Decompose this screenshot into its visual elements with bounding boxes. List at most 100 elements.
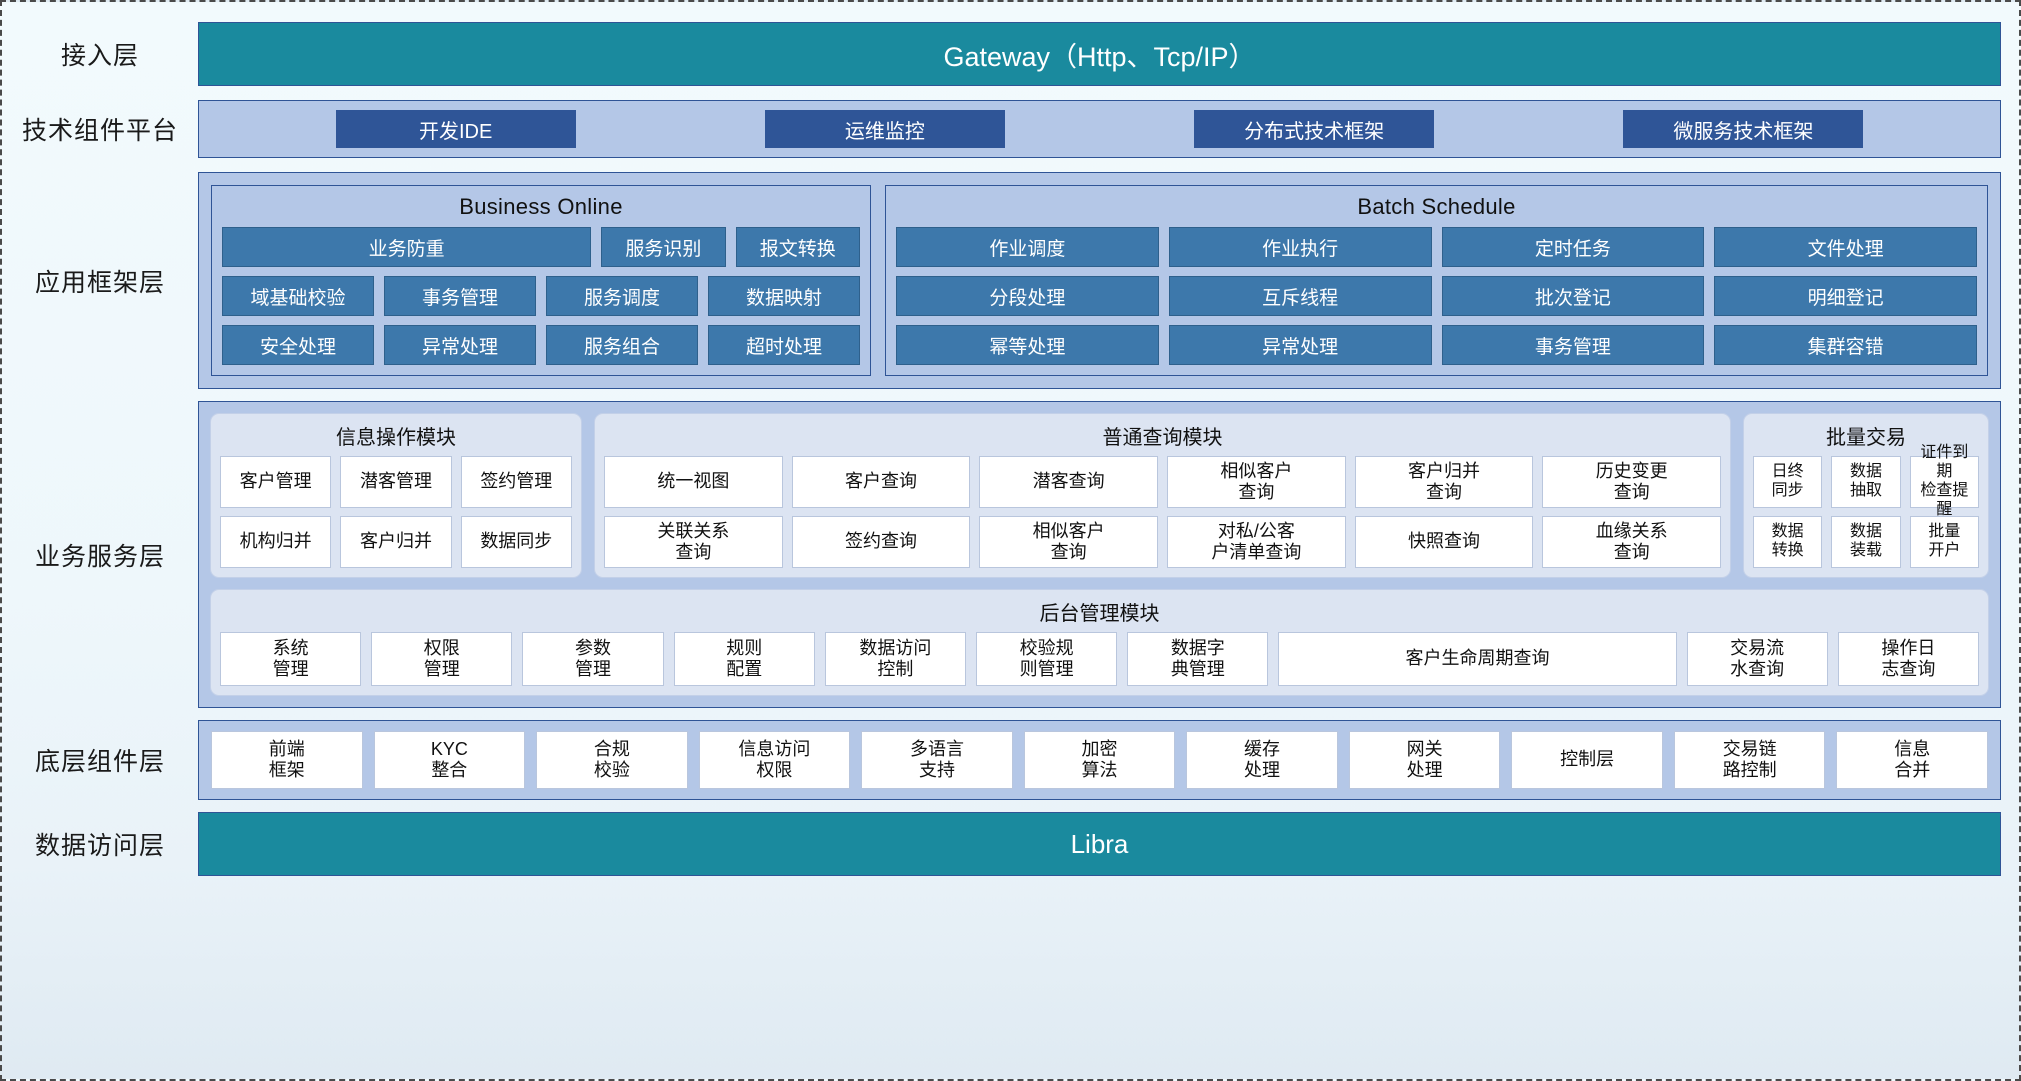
- tech-chip-2[interactable]: 分布式技术框架: [1194, 110, 1434, 148]
- layer-row-appfw: 应用框架层 Business Online业务防重服务识别报文转换域基础校验事务…: [2, 172, 2019, 389]
- business-row: 日终同步数据抽取证件到期检查提醒: [1753, 456, 1979, 508]
- admin-box[interactable]: 规则配置: [674, 632, 815, 686]
- framework-chip[interactable]: 文件处理: [1714, 227, 1977, 267]
- framework-chip[interactable]: 作业执行: [1169, 227, 1432, 267]
- framework-chip[interactable]: 互斥线程: [1169, 276, 1432, 316]
- framework-row: 幂等处理异常处理事务管理集群容错: [896, 325, 1977, 365]
- admin-box[interactable]: 数据字典管理: [1127, 632, 1268, 686]
- business-module-rows: 统一视图客户查询潜客查询相似客户查询客户归并查询历史变更查询关联关系查询签约查询…: [604, 456, 1721, 568]
- framework-chip[interactable]: 明细登记: [1714, 276, 1977, 316]
- framework-rows-0: 业务防重服务识别报文转换域基础校验事务管理服务调度数据映射安全处理异常处理服务组…: [222, 227, 860, 365]
- service-box[interactable]: 客户归并: [340, 516, 451, 568]
- framework-chip[interactable]: 集群容错: [1714, 325, 1977, 365]
- service-box[interactable]: 快照查询: [1355, 516, 1534, 568]
- tech-chip-3[interactable]: 微服务技术框架: [1623, 110, 1863, 148]
- framework-row: 安全处理异常处理服务组合超时处理: [222, 325, 860, 365]
- tech-chip-1[interactable]: 运维监控: [765, 110, 1005, 148]
- service-box[interactable]: 关联关系查询: [604, 516, 783, 568]
- business-module-rows: 客户管理潜客管理签约管理机构归并客户归并数据同步: [220, 456, 572, 568]
- framework-chip[interactable]: 服务组合: [546, 325, 698, 365]
- gateway-bar[interactable]: Gateway（Http、Tcp/IP）: [198, 22, 2001, 86]
- service-box[interactable]: 客户管理: [220, 456, 331, 508]
- service-box[interactable]: 机构归并: [220, 516, 331, 568]
- component-box[interactable]: 交易链路控制: [1674, 731, 1826, 789]
- service-box[interactable]: 血缘关系查询: [1542, 516, 1721, 568]
- service-box[interactable]: 数据同步: [461, 516, 572, 568]
- admin-box[interactable]: 校验规则管理: [976, 632, 1117, 686]
- admin-box[interactable]: 客户生命周期查询: [1278, 632, 1676, 686]
- service-box[interactable]: 批量开户: [1910, 516, 1979, 568]
- admin-box[interactable]: 数据访问控制: [825, 632, 966, 686]
- service-box[interactable]: 相似客户查询: [1167, 456, 1346, 508]
- layer-body-appfw: Business Online业务防重服务识别报文转换域基础校验事务管理服务调度…: [198, 172, 2019, 389]
- component-box[interactable]: 网关处理: [1349, 731, 1501, 789]
- framework-chip[interactable]: 事务管理: [384, 276, 536, 316]
- service-box[interactable]: 数据装载: [1831, 516, 1900, 568]
- component-box[interactable]: 多语言支持: [861, 731, 1013, 789]
- business-row: 关联关系查询签约查询相似客户查询对私/公客户清单查询快照查询血缘关系查询: [604, 516, 1721, 568]
- service-box[interactable]: 相似客户查询: [979, 516, 1158, 568]
- component-box[interactable]: 缓存处理: [1186, 731, 1338, 789]
- admin-row: 系统管理权限管理参数管理规则配置数据访问控制校验规则管理数据字典管理客户生命周期…: [220, 632, 1979, 686]
- layer-body-business: 信息操作模块客户管理潜客管理签约管理机构归并客户归并数据同步普通查询模块统一视图…: [198, 401, 2019, 708]
- service-box[interactable]: 历史变更查询: [1542, 456, 1721, 508]
- framework-chip[interactable]: 分段处理: [896, 276, 1159, 316]
- admin-box[interactable]: 权限管理: [371, 632, 512, 686]
- layer-body-tech: 开发IDE 运维监控 分布式技术框架 微服务技术框架: [198, 100, 2019, 158]
- service-box[interactable]: 证件到期检查提醒: [1910, 456, 1979, 508]
- component-box[interactable]: 控制层: [1511, 731, 1663, 789]
- tech-platform-band: 开发IDE 运维监控 分布式技术框架 微服务技术框架: [198, 100, 2001, 158]
- component-box[interactable]: 前端框架: [211, 731, 363, 789]
- base-components-band: 前端框架KYC整合合规校验信息访问权限多语言支持加密算法缓存处理网关处理控制层交…: [198, 720, 2001, 800]
- framework-chip[interactable]: 服务调度: [546, 276, 698, 316]
- service-box[interactable]: 签约查询: [792, 516, 971, 568]
- admin-box[interactable]: 系统管理: [220, 632, 361, 686]
- admin-box[interactable]: 参数管理: [522, 632, 663, 686]
- framework-chip[interactable]: 异常处理: [1169, 325, 1432, 365]
- component-box[interactable]: KYC整合: [374, 731, 526, 789]
- business-module-rows: 日终同步数据抽取证件到期检查提醒数据转换数据装载批量开户: [1753, 456, 1979, 568]
- admin-box[interactable]: 操作日志查询: [1838, 632, 1979, 686]
- framework-chip[interactable]: 定时任务: [1442, 227, 1705, 267]
- framework-chip[interactable]: 作业调度: [896, 227, 1159, 267]
- framework-chip[interactable]: 服务识别: [601, 227, 725, 267]
- framework-chip[interactable]: 幂等处理: [896, 325, 1159, 365]
- business-module-2: 批量交易日终同步数据抽取证件到期检查提醒数据转换数据装载批量开户: [1743, 413, 1989, 578]
- framework-row: 域基础校验事务管理服务调度数据映射: [222, 276, 860, 316]
- business-modules-row: 信息操作模块客户管理潜客管理签约管理机构归并客户归并数据同步普通查询模块统一视图…: [210, 413, 1989, 578]
- framework-chip[interactable]: 超时处理: [708, 325, 860, 365]
- framework-chip[interactable]: 安全处理: [222, 325, 374, 365]
- framework-chip[interactable]: 事务管理: [1442, 325, 1705, 365]
- service-box[interactable]: 数据转换: [1753, 516, 1822, 568]
- service-box[interactable]: 统一视图: [604, 456, 783, 508]
- component-box[interactable]: 信息访问权限: [699, 731, 851, 789]
- business-module-0: 信息操作模块客户管理潜客管理签约管理机构归并客户归并数据同步: [210, 413, 582, 578]
- framework-chip[interactable]: 异常处理: [384, 325, 536, 365]
- component-box[interactable]: 合规校验: [536, 731, 688, 789]
- framework-group-1: Batch Schedule作业调度作业执行定时任务文件处理分段处理互斥线程批次…: [885, 185, 1988, 376]
- framework-chip[interactable]: 域基础校验: [222, 276, 374, 316]
- libra-bar[interactable]: Libra: [198, 812, 2001, 876]
- layer-row-base: 底层组件层 前端框架KYC整合合规校验信息访问权限多语言支持加密算法缓存处理网关…: [2, 720, 2019, 800]
- business-row: 数据转换数据装载批量开户: [1753, 516, 1979, 568]
- service-box[interactable]: 签约管理: [461, 456, 572, 508]
- framework-row: 作业调度作业执行定时任务文件处理: [896, 227, 1977, 267]
- framework-chip[interactable]: 批次登记: [1442, 276, 1705, 316]
- service-box[interactable]: 数据抽取: [1831, 456, 1900, 508]
- service-box[interactable]: 日终同步: [1753, 456, 1822, 508]
- layer-row-access: 接入层 Gateway（Http、Tcp/IP）: [2, 22, 2019, 86]
- service-box[interactable]: 客户查询: [792, 456, 971, 508]
- service-box[interactable]: 潜客查询: [979, 456, 1158, 508]
- framework-chip[interactable]: 数据映射: [708, 276, 860, 316]
- admin-box[interactable]: 交易流水查询: [1687, 632, 1828, 686]
- component-box[interactable]: 加密算法: [1024, 731, 1176, 789]
- framework-chip[interactable]: 报文转换: [736, 227, 860, 267]
- layer-label-data: 数据访问层: [2, 812, 198, 876]
- component-box[interactable]: 信息合并: [1836, 731, 1988, 789]
- service-box[interactable]: 对私/公客户清单查询: [1167, 516, 1346, 568]
- service-box[interactable]: 客户归并查询: [1355, 456, 1534, 508]
- service-box[interactable]: 潜客管理: [340, 456, 451, 508]
- framework-chip[interactable]: 业务防重: [222, 227, 591, 267]
- framework-group-title-0: Business Online: [222, 194, 860, 220]
- tech-chip-0[interactable]: 开发IDE: [336, 110, 576, 148]
